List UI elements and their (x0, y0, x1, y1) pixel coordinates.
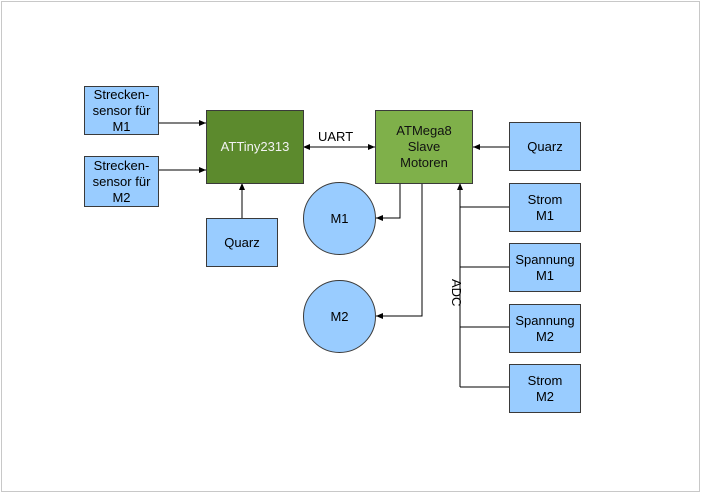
attiny-block: ATTiny2313 (206, 110, 304, 184)
uart-label: UART (318, 129, 354, 144)
atmega-to-m2-arrow (376, 183, 423, 319)
strom-m1-block: Strom M1 (509, 183, 581, 232)
atmega-to-m1-arrow (376, 183, 401, 221)
spannung-m2-block: Spannung M2 (509, 304, 581, 353)
motor-m2-circle: M2 (303, 280, 376, 353)
quarz-right-block: Quarz (509, 122, 581, 171)
atmega-block: ATMega8 Slave Motoren (375, 110, 473, 184)
adc-label: ADC (449, 279, 464, 307)
motor-m1-circle: M1 (303, 182, 376, 255)
quarz-left-block: Quarz (206, 218, 278, 267)
spannung-m1-block: Spannung M1 (509, 243, 581, 292)
sensor-m1-block: Strecken- sensor für M1 (84, 86, 159, 135)
sensor-m2-block: Strecken- sensor für M2 (84, 156, 159, 207)
strom-m2-block: Strom M2 (509, 364, 581, 413)
